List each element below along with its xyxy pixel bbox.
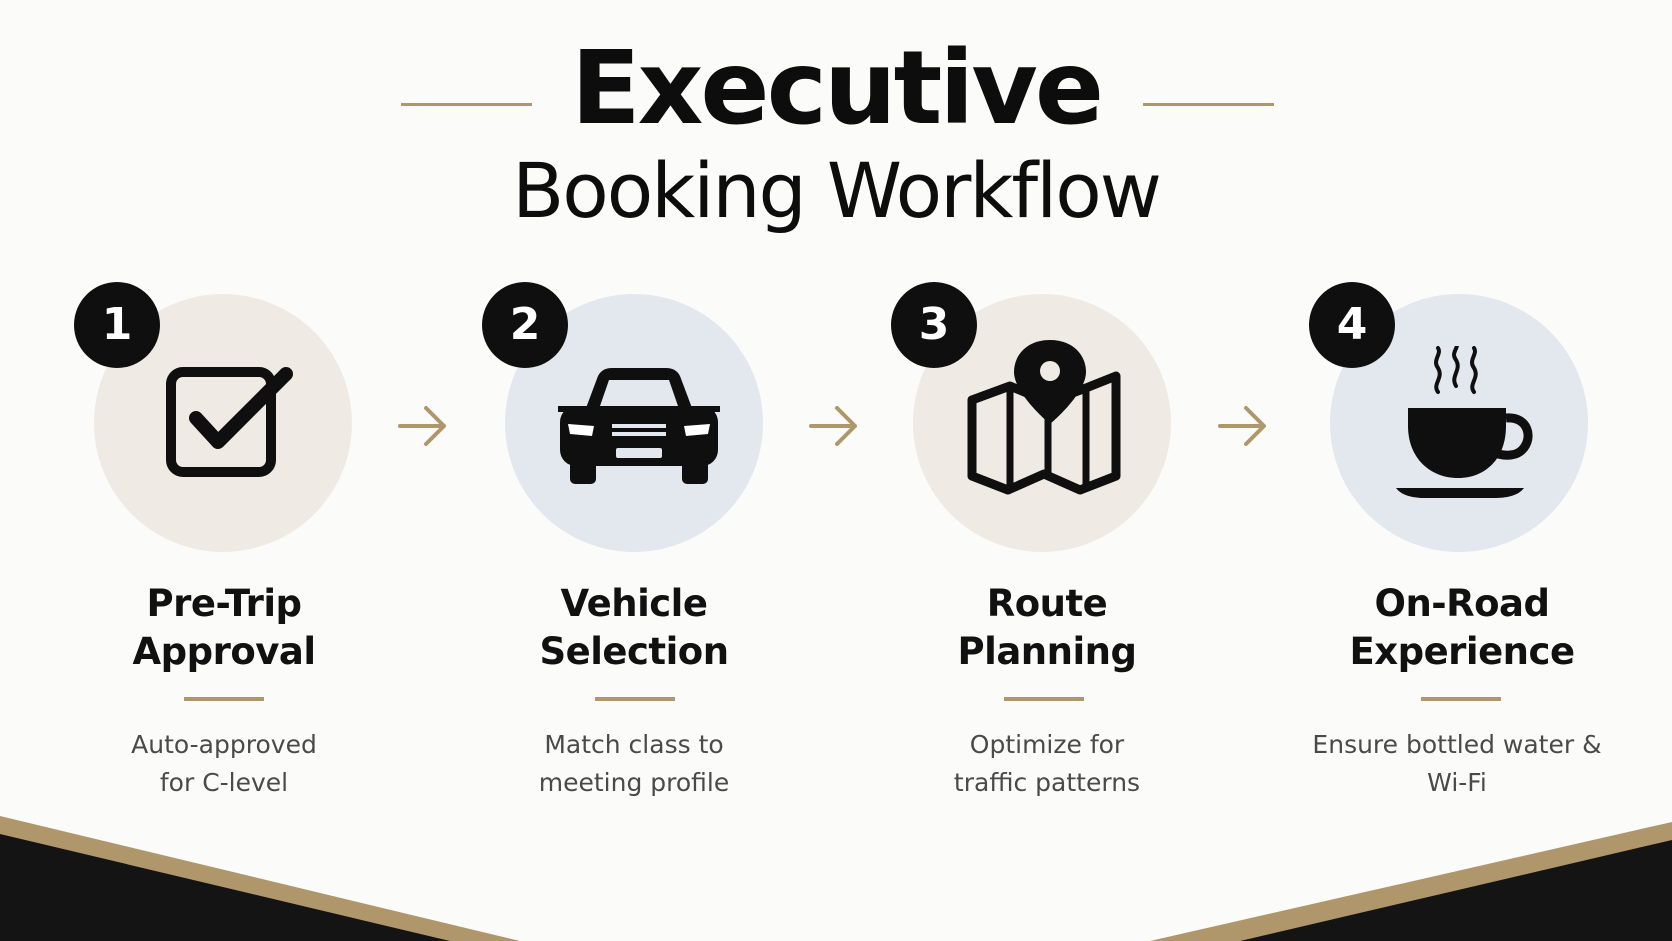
step-2-number-badge: 2	[482, 282, 568, 368]
page-title: Executive	[570, 29, 1104, 148]
step-1-description: Auto-approved for C-level	[131, 730, 317, 797]
step-1-number-badge: 1	[74, 282, 160, 368]
step-2-description: Match class to meeting profile	[538, 730, 730, 797]
footer-decoration	[0, 816, 1672, 941]
title-rule-right	[1143, 103, 1274, 106]
arrow-right-icon	[1218, 406, 1266, 446]
map-pin-icon	[967, 340, 1121, 495]
coffee-cup-icon	[1396, 346, 1533, 498]
step-4-number-badge: 4	[1309, 282, 1395, 368]
step-3-rule	[1004, 697, 1084, 701]
step-4-title: On-Road Experience	[1349, 582, 1575, 673]
car-icon	[558, 368, 720, 484]
title-rule-left	[401, 103, 532, 106]
step-1-rule	[184, 697, 264, 701]
step-4-rule	[1421, 697, 1501, 701]
arrow-right-icon	[398, 406, 446, 446]
step-3-title: Route Planning	[957, 582, 1137, 673]
step-3-number-badge: 3	[891, 282, 977, 368]
checkbox-icon	[166, 367, 293, 477]
step-1-title: Pre-Trip Approval	[132, 582, 316, 673]
arrow-right-icon	[809, 406, 857, 446]
step-2-title: Vehicle Selection	[539, 582, 729, 673]
step-3-description: Optimize for traffic patterns	[953, 730, 1141, 797]
step-4-description: Ensure bottled water & Wi-Fi	[1312, 730, 1602, 797]
step-2-rule	[595, 697, 675, 701]
page-subtitle: Booking Workflow	[512, 146, 1162, 235]
